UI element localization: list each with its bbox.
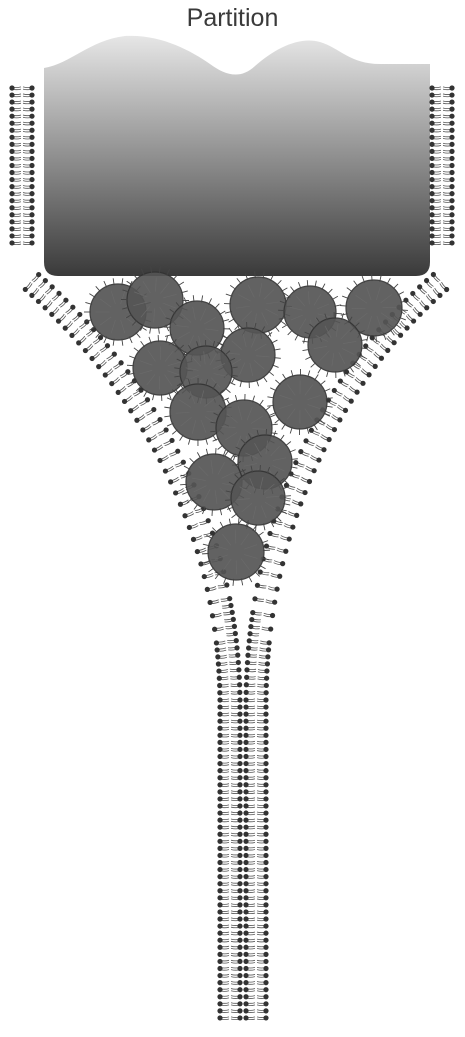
funnel-right-membrane-leaflet-a xyxy=(243,272,440,1021)
partition-block xyxy=(44,36,430,276)
left-bilayer-wall-leaflet-b xyxy=(23,85,35,245)
left-bilayer-wall xyxy=(9,85,34,245)
right-bilayer-wall-leaflet-b xyxy=(443,85,455,245)
right-bilayer-wall-leaflet-a xyxy=(429,85,441,245)
left-bilayer-wall-leaflet-a xyxy=(9,85,21,245)
vesicle-cluster xyxy=(84,266,408,586)
funnel-right-membrane xyxy=(243,272,449,1021)
vesicle xyxy=(224,271,292,339)
right-bilayer-wall xyxy=(429,85,454,245)
